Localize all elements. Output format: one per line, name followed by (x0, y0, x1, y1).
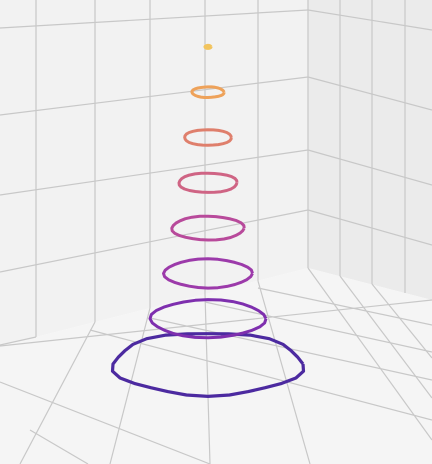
grid-line (0, 9, 309, 29)
grid-line (307, 9, 432, 31)
grid-line (257, 280, 311, 464)
grid-line (307, 209, 432, 246)
grid-line (109, 307, 151, 464)
series-ring-z5 (183, 128, 233, 147)
series-ring-z7 (203, 43, 213, 50)
grid-line (307, 149, 432, 186)
grid-line (29, 429, 89, 464)
grid-line (307, 76, 432, 111)
grid-line (0, 336, 37, 346)
series-ring-z4 (177, 171, 239, 194)
grid-line (0, 149, 309, 196)
grid-line (204, 293, 211, 464)
grid-line (19, 321, 96, 464)
series-ring-z1 (148, 298, 268, 340)
grid-line (307, 267, 432, 441)
series-ring-z6 (190, 85, 226, 99)
grid-line (204, 301, 432, 353)
grid-line (0, 381, 211, 464)
series-group (110, 43, 306, 398)
grid-line (257, 287, 432, 326)
series-ring-z3 (170, 214, 246, 242)
series-ring-z2 (162, 257, 254, 290)
floor-pane (0, 268, 432, 464)
grid-line (0, 76, 309, 116)
grid-line (0, 299, 432, 347)
grid-line (339, 275, 432, 399)
series-ring-z0 (110, 332, 306, 398)
back-pane-right (308, 0, 432, 300)
grid-line (371, 283, 432, 359)
grid-line (0, 209, 309, 273)
grid-line (89, 329, 432, 421)
